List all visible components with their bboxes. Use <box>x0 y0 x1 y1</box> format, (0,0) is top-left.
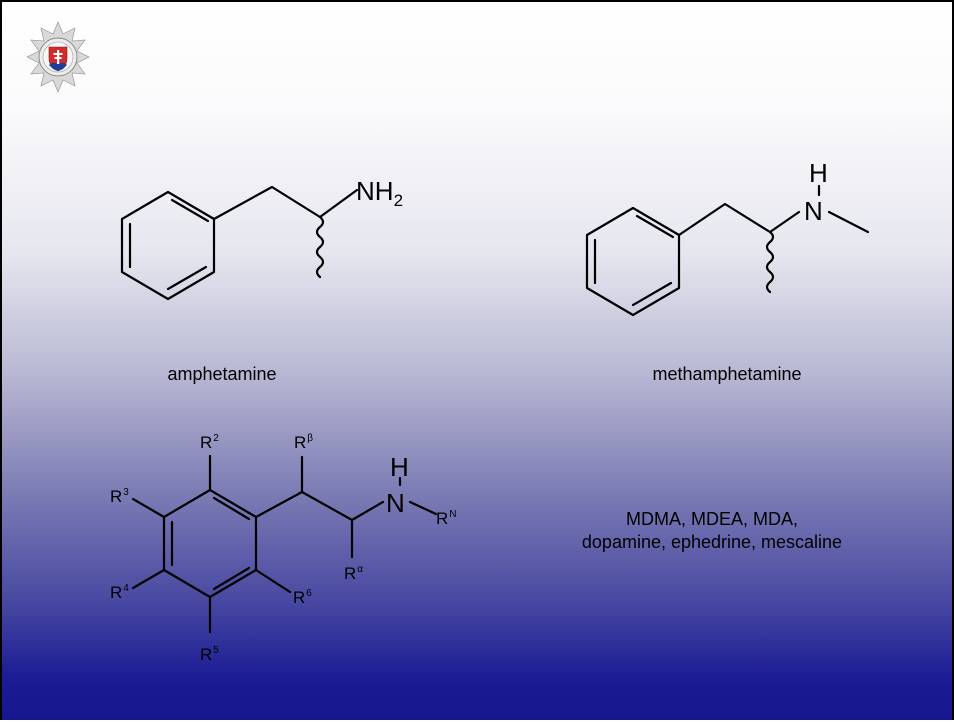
r4-label: R4 <box>110 583 129 602</box>
phenethylamine-general-structure <box>131 454 438 634</box>
amphetamine-structure <box>120 185 359 301</box>
examples-text: MDMA, MDEA, MDA, dopamine, ephedrine, me… <box>522 508 902 554</box>
amphetamine-caption: amphetamine <box>167 364 277 384</box>
methamphetamine-caption: methamphetamine <box>652 364 802 384</box>
r-beta-label: Rβ <box>294 433 314 452</box>
methamphetamine-h-label: H <box>809 158 828 188</box>
examples-line-2: dopamine, ephedrine, mescaline <box>581 532 843 552</box>
r3-label: R3 <box>110 487 129 506</box>
r-alpha-label: Rα <box>344 564 364 583</box>
police-shield-emblem-icon <box>26 21 90 93</box>
methamphetamine-structure <box>585 184 870 317</box>
examples-line-1: MDMA, MDEA, MDA, <box>625 509 798 529</box>
r6-label: R6 <box>293 588 312 607</box>
general-n-label: N <box>386 488 405 518</box>
methamphetamine-n-label: N <box>804 196 823 226</box>
general-h-label: H <box>390 452 409 482</box>
r5-label: R5 <box>200 645 219 664</box>
r-n-label: RN <box>436 509 457 528</box>
amphetamine-amine-label: NH2 <box>356 176 404 210</box>
r2-label: R2 <box>200 433 219 452</box>
